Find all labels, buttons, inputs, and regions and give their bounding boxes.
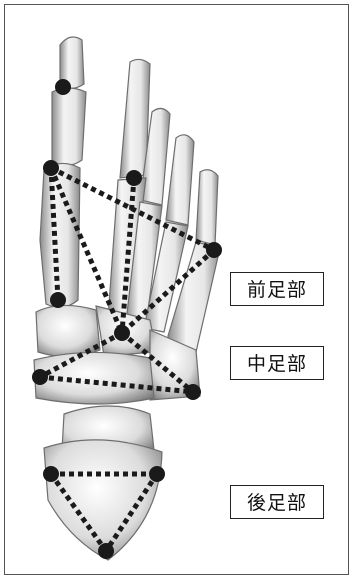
marker-cuboid — [185, 384, 201, 400]
marker-heel — [98, 543, 114, 559]
marker-navicular — [32, 369, 48, 385]
marker-fifth-mtp — [206, 242, 222, 258]
rearfoot-label: 後足部 — [230, 485, 324, 519]
marker-hallux — [55, 79, 71, 95]
marker-first-met-base — [50, 292, 66, 308]
medial-cuneiform — [36, 305, 100, 356]
marker-second-mtp — [126, 170, 142, 186]
midfoot-label: 中足部 — [230, 346, 324, 380]
forefoot-label: 前足部 — [230, 272, 324, 306]
marker-midfoot-center — [114, 325, 130, 341]
marker-medial-calcaneus — [43, 466, 59, 482]
fourth-toe — [166, 135, 194, 225]
hallux-proximal-phalanx — [52, 88, 86, 166]
marker-first-mtp — [43, 160, 59, 176]
calcaneus — [44, 440, 162, 560]
marker-lateral-calcaneus — [149, 466, 165, 482]
fifth-toe — [196, 170, 218, 245]
